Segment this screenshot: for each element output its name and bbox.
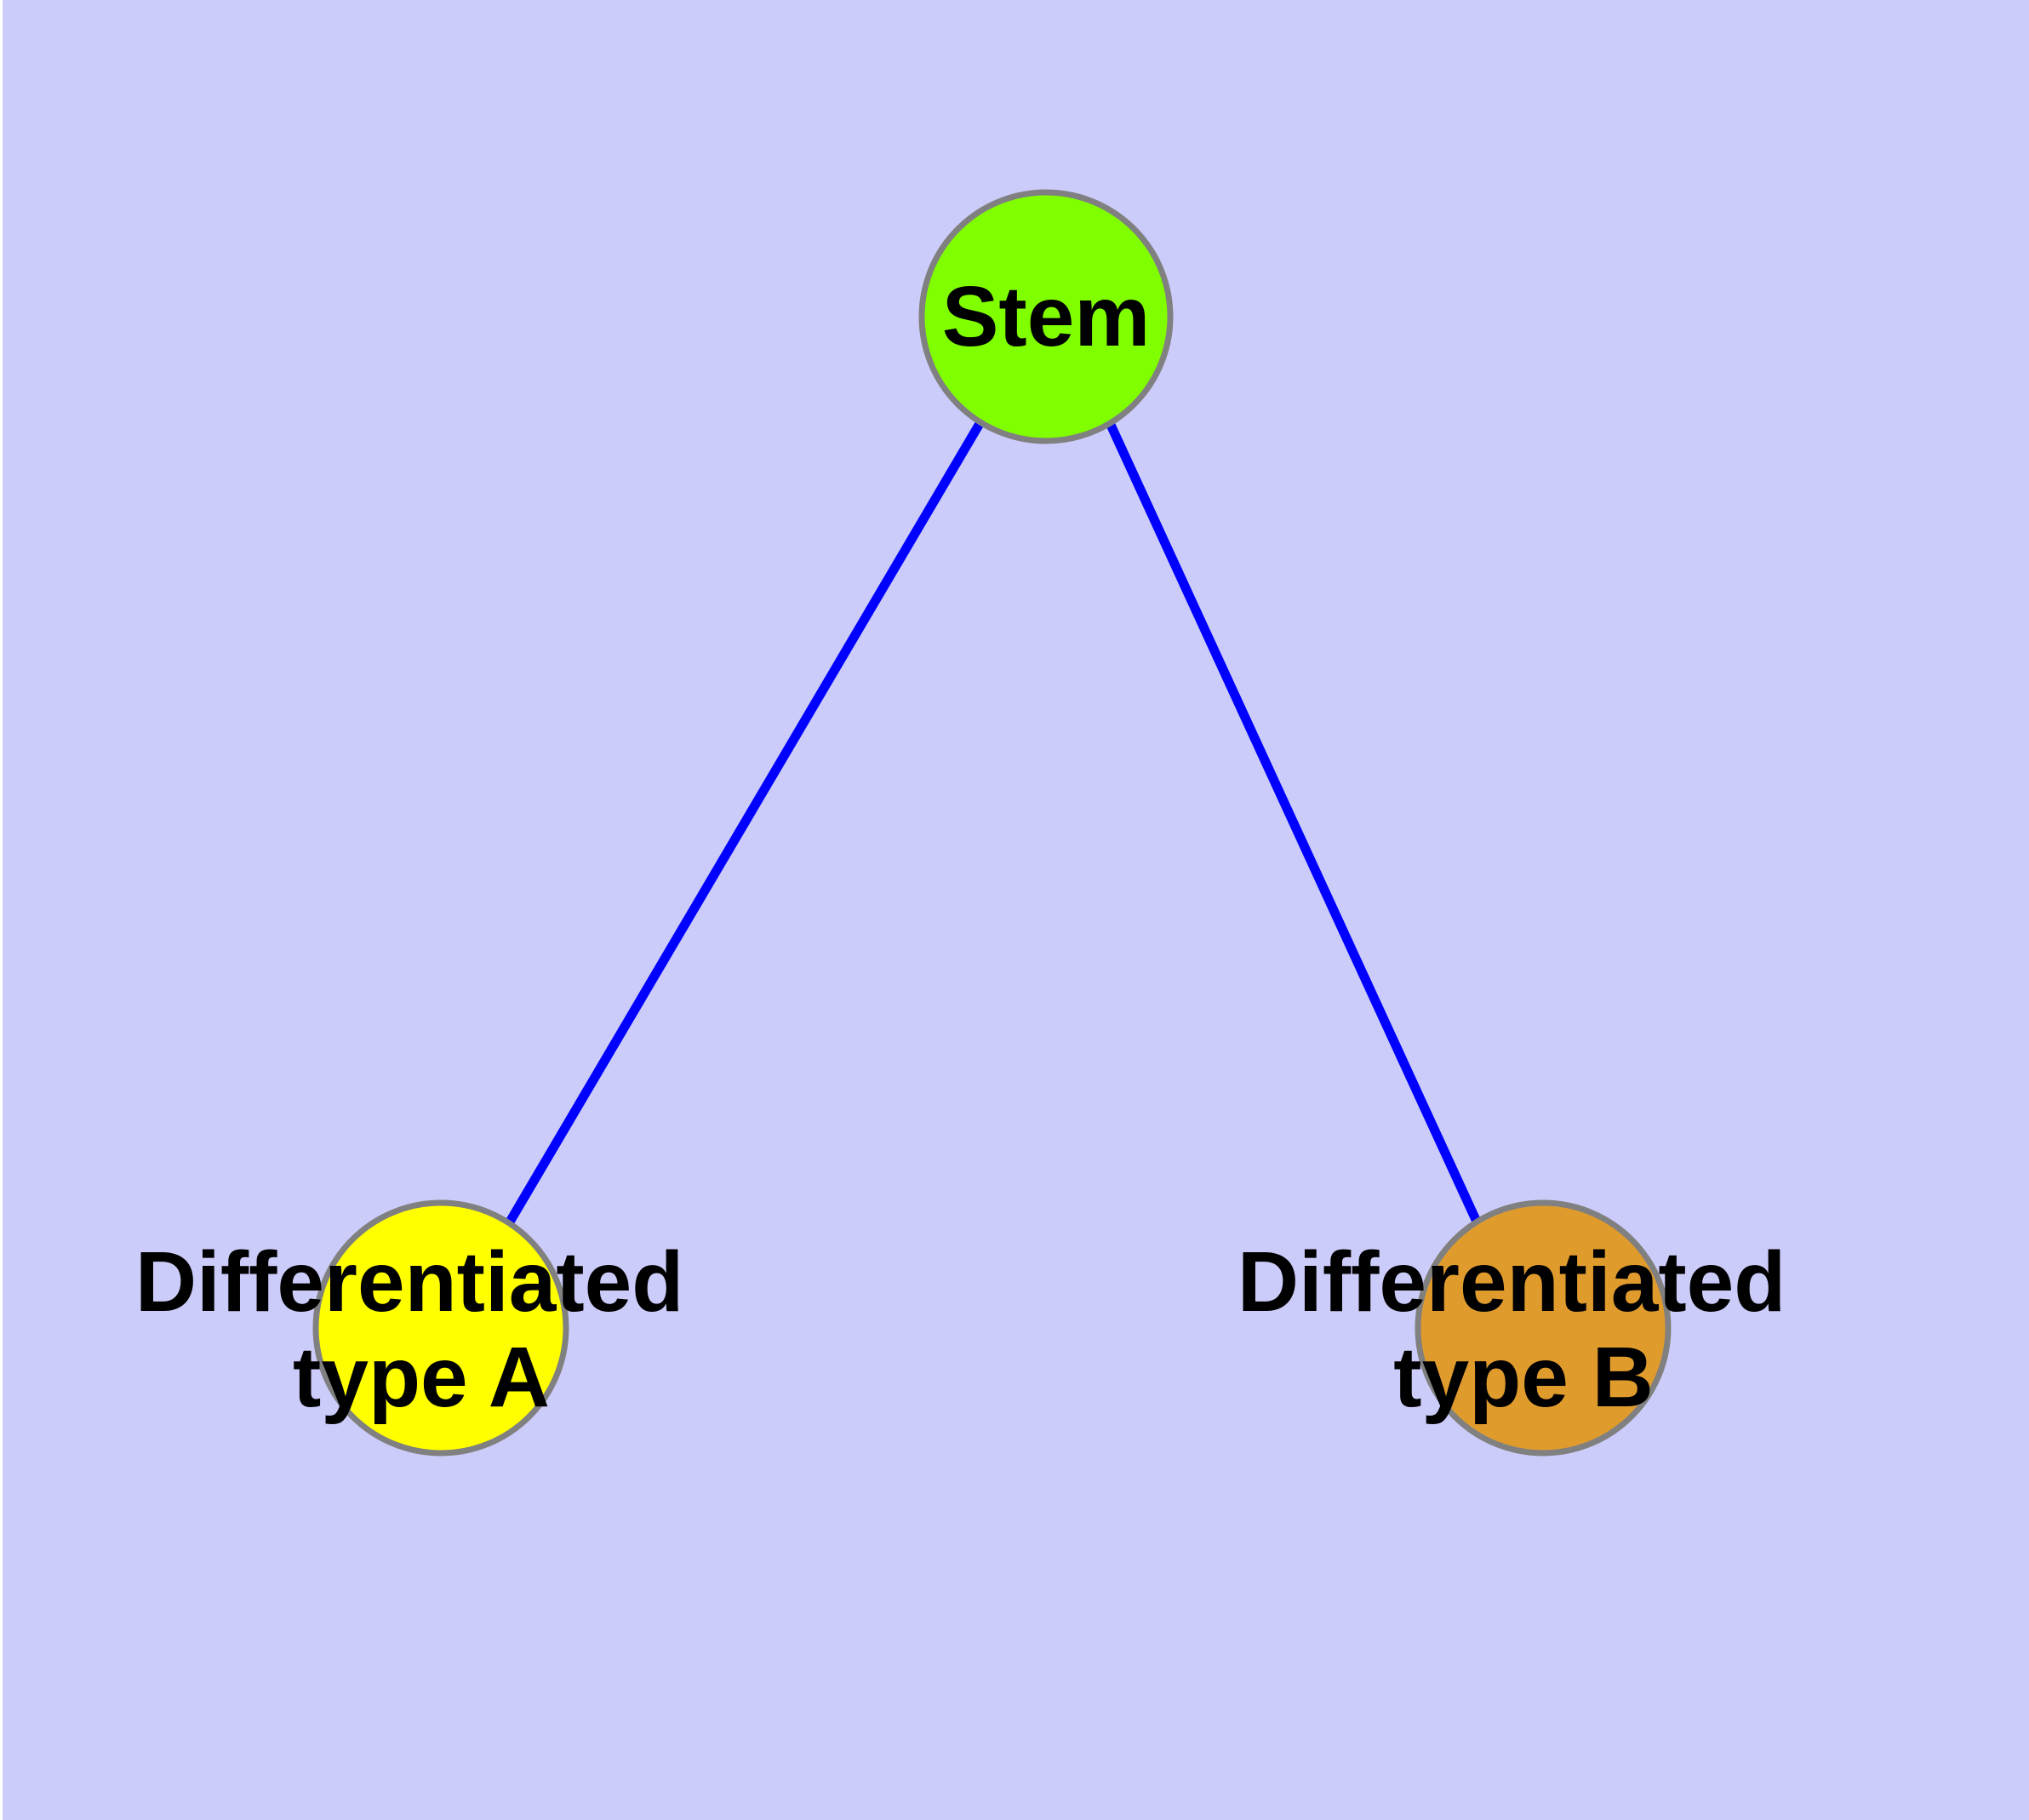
node-differentiated-type-b[interactable] bbox=[1415, 1199, 1672, 1457]
node-differentiated-type-a[interactable] bbox=[312, 1199, 569, 1457]
edge-layer bbox=[505, 420, 1481, 1226]
node-differentiated-type-a-label: Differentiated type A bbox=[135, 1234, 707, 1425]
node-differentiated-type-b-label-line-2: type B bbox=[1393, 1330, 1654, 1425]
node-stem-label: Stem bbox=[942, 269, 1151, 364]
node-differentiated-type-a-label-line-2: type A bbox=[293, 1330, 550, 1425]
node-stem-circle[interactable] bbox=[918, 189, 1174, 444]
node-layer bbox=[312, 189, 1672, 1457]
node-differentiated-type-a-circle[interactable] bbox=[312, 1199, 569, 1457]
edge-stem-to-differentiated-type-b[interactable] bbox=[1106, 422, 1481, 1224]
node-differentiated-type-b-label: Differentiated type B bbox=[1237, 1234, 1809, 1425]
label-layer: Stem Differentiated type A Differentiate… bbox=[135, 269, 1809, 1425]
node-stem-label-line-1: Stem bbox=[942, 269, 1151, 364]
node-stem[interactable] bbox=[918, 189, 1174, 444]
edge-stem-to-differentiated-type-a[interactable] bbox=[505, 420, 985, 1226]
node-differentiated-type-b-label-line-1: Differentiated bbox=[1237, 1234, 1786, 1330]
node-differentiated-type-a-label-line-1: Differentiated bbox=[135, 1234, 684, 1330]
node-differentiated-type-b-circle[interactable] bbox=[1415, 1199, 1672, 1457]
